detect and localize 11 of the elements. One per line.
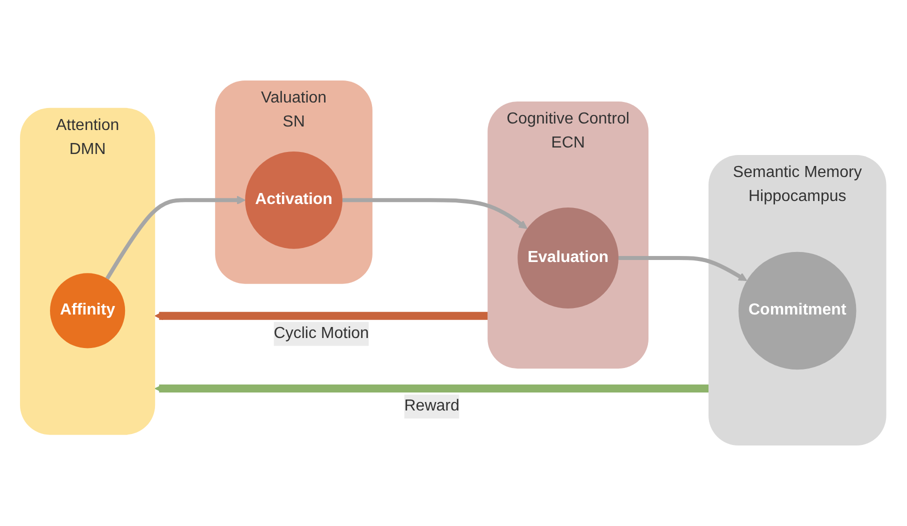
arrow: [106, 196, 246, 280]
node-circle: Commitment: [738, 252, 857, 370]
edge-label: Reward: [404, 398, 460, 415]
node-circle: Affinity: [50, 273, 126, 348]
arrow: [342, 198, 528, 229]
arrow: [155, 311, 488, 320]
edge-label: Cyclic Motion: [274, 324, 370, 342]
arrow: [618, 256, 748, 282]
node-circle: Evaluation: [518, 208, 619, 308]
arrow: [155, 384, 709, 393]
node-circle: Activation: [245, 152, 343, 249]
